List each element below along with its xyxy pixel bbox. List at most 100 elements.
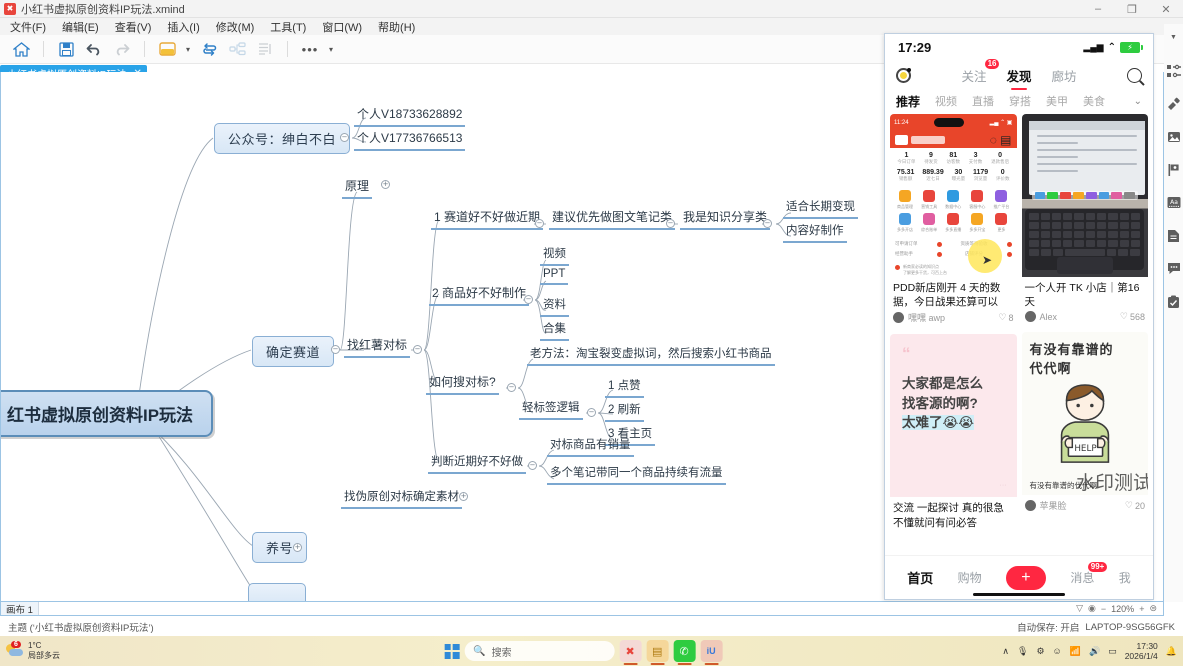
mindmap-node-sousuo[interactable]: 如何搜对标?	[426, 373, 499, 395]
redo-icon[interactable]	[109, 37, 135, 61]
collapse-toggle-9[interactable]: −	[587, 408, 596, 417]
taskbar-weather-widget[interactable]: 6 1°C 局部多云	[6, 641, 60, 661]
menu-tools[interactable]: 工具(T)	[270, 21, 307, 34]
image-icon[interactable]	[1166, 129, 1181, 144]
flag-icon[interactable]	[1166, 162, 1181, 177]
tray-battery-icon[interactable]: ▭	[1108, 645, 1117, 656]
eye-icon[interactable]: ◉	[1088, 603, 1096, 613]
subnav-outfit[interactable]: 穿搭	[1009, 96, 1032, 108]
mindmap-node-n3a[interactable]: 老方法：淘宝裂变虚拟词，然后搜索小红书商品	[527, 345, 775, 366]
nav-tab-local[interactable]: 廊坊	[1052, 66, 1077, 85]
tray-volume-icon[interactable]: 🔊	[1088, 645, 1101, 656]
mindmap-node-partial[interactable]	[248, 583, 306, 601]
mindmap-node-shangpin[interactable]: 2 商品好不好制作	[429, 284, 530, 306]
nav-tab-follow[interactable]: 关注 16	[961, 58, 1000, 85]
mindmap-node-n2c[interactable]: 资料	[540, 296, 569, 317]
mindmap-node-n4a[interactable]: 对标商品有销量	[547, 436, 634, 457]
expand-toggle[interactable]: +	[381, 180, 390, 189]
taskbar-clock[interactable]: 17:30 2026/1/4	[1125, 641, 1158, 661]
home-icon[interactable]	[8, 37, 34, 61]
collapse-toggle-6[interactable]: −	[763, 219, 772, 228]
menu-modify[interactable]: 修改(M)	[215, 21, 255, 34]
search-icon[interactable]	[1126, 67, 1142, 83]
mindmap-node-panduan[interactable]: 判断近期好不好做	[428, 453, 526, 474]
mindmap-node-n3b[interactable]: 轻标签逻辑	[519, 399, 583, 420]
windows-start-button[interactable]	[444, 643, 460, 659]
subnav-food[interactable]: 美食	[1083, 96, 1106, 108]
undo-icon[interactable]	[81, 37, 107, 61]
create-post-button[interactable]: +	[1005, 565, 1046, 590]
expand-toggle-2[interactable]: +	[459, 492, 468, 501]
menu-view[interactable]: 查看(V)	[114, 21, 152, 34]
menu-window[interactable]: 窗口(W)	[322, 21, 363, 34]
fit-icon[interactable]: ⊜	[1149, 603, 1157, 613]
maximize-button[interactable]: ❐	[1127, 3, 1137, 16]
collapse-toggle-2[interactable]: −	[331, 345, 340, 354]
feed-card-pink[interactable]: “ 大家都是怎么 找客源的啊? 太难了😭😭 ··· 交流 一起探讨 真的很急 不…	[890, 334, 1017, 532]
tray-chevron-icon[interactable]: ∧	[1002, 645, 1010, 656]
collapse-toggle-5[interactable]: −	[666, 219, 675, 228]
brush-icon[interactable]	[1166, 96, 1181, 111]
bottomnav-home[interactable]: 首页	[907, 571, 934, 586]
tray-wifi-icon[interactable]: 📶	[1069, 645, 1081, 656]
mindmap-node-n1a[interactable]: 建议优先做图文笔记类	[549, 208, 676, 230]
collapse-toggle-7[interactable]: −	[524, 295, 533, 304]
taskbar-search-input[interactable]: 🔍 搜索	[464, 641, 615, 661]
notification-icon[interactable]: 🔔	[1165, 645, 1177, 656]
mindmap-node-geren2[interactable]: 个人V17736766513	[354, 129, 466, 151]
card-thumbnail[interactable]: “ 大家都是怎么 找客源的啊? 太难了😭😭 ···	[890, 334, 1017, 498]
menu-insert[interactable]: 插入(I)	[167, 21, 200, 34]
bottomnav-messages[interactable]: 消息 99+	[1070, 562, 1108, 586]
subnav-video[interactable]: 视频	[935, 96, 958, 108]
filter-icon[interactable]: ▽	[1076, 603, 1084, 613]
style-icon[interactable]	[154, 37, 180, 61]
taskbar-app-xmind[interactable]: ✖	[619, 640, 642, 665]
mindmap-node-n2d[interactable]: 合集	[540, 320, 569, 341]
subnav-nails[interactable]: 美甲	[1046, 96, 1069, 108]
notes-icon[interactable]	[1166, 228, 1181, 243]
collapse-toggle-8[interactable]: −	[507, 383, 516, 392]
tray-smiley-icon[interactable]: ☺	[1052, 646, 1062, 656]
menu-help[interactable]: 帮助(H)	[378, 21, 416, 34]
like-count[interactable]: ♡ 8	[998, 312, 1013, 323]
mindmap-node-weiyuanchuang[interactable]: 找伪原创对标确定素材	[341, 488, 462, 509]
collapse-toggle[interactable]: −	[340, 133, 349, 142]
mindmap-node-saidao[interactable]: 1 赛道好不好做近期	[431, 208, 544, 230]
more-icon[interactable]: •••	[297, 37, 323, 61]
menu-file[interactable]: 文件(F)	[10, 21, 47, 34]
sidebar-caret-icon[interactable]: ▼	[1170, 34, 1177, 41]
feed-card-help[interactable]: 有没有靠谱的 代代啊 HELP	[1021, 332, 1148, 517]
card-thumbnail[interactable]	[1021, 114, 1148, 277]
app-logo-icon[interactable]	[896, 67, 911, 83]
mindmap-node-zhaohongshu[interactable]: 找红薯对标	[344, 336, 411, 358]
subnav-live[interactable]: 直播	[972, 96, 995, 108]
mindmap-node-n3b1[interactable]: 1 点赞	[605, 377, 644, 398]
mindmap-node-n1c2[interactable]: 内容好制作	[783, 222, 847, 243]
taskbar-app-wechat[interactable]: ✆	[673, 640, 696, 665]
phone-screenshot-overlay[interactable]: 17:29 ▂▄▆ ⌃ ⚡ 关注 16 发现 廊坊 推荐 视频 直播	[884, 33, 1154, 600]
mindmap-node-geren1[interactable]: 个人V18733628892	[354, 105, 466, 127]
canvas-tab-1[interactable]: 画布 1	[1, 602, 39, 616]
zoom-out-button[interactable]: −	[1100, 603, 1107, 614]
collapse-toggle-10[interactable]: −	[528, 461, 537, 470]
mindmap-node-gongzhonghao[interactable]: 公众号：绅白不白	[214, 123, 351, 154]
save-icon[interactable]	[53, 37, 79, 61]
more-caret-icon[interactable]: ▾	[328, 44, 333, 54]
card-thumbnail[interactable]: 有没有靠谱的 代代啊 HELP	[1021, 332, 1148, 496]
task-icon[interactable]	[1166, 294, 1181, 309]
collapse-toggle-4[interactable]: −	[535, 219, 544, 228]
mindmap-node-n1b[interactable]: 我是知识分享类	[680, 208, 771, 230]
subnav-recommend[interactable]: 推荐	[896, 94, 921, 109]
zoom-in-button[interactable]: +	[1139, 603, 1145, 614]
mindmap-node-n3b2[interactable]: 2 刷新	[605, 401, 644, 422]
mindmap-node-yuanli[interactable]: 原理	[342, 177, 373, 199]
tray-mic-icon[interactable]: 🎙	[1017, 645, 1029, 656]
structure-icon[interactable]	[224, 37, 250, 61]
like-count[interactable]: ♡ 20	[1125, 500, 1145, 511]
menu-edit[interactable]: 编辑(E)	[62, 21, 99, 34]
style-caret-icon[interactable]: ▾	[185, 44, 190, 54]
close-button[interactable]: ✕	[1161, 3, 1171, 16]
minimize-button[interactable]: –	[1094, 3, 1102, 15]
